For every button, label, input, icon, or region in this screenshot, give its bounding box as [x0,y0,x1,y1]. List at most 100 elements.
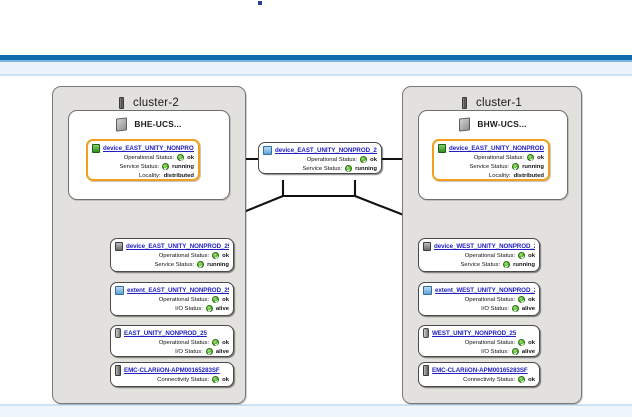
status-ok-icon [212,376,220,383]
node-title-link[interactable]: EMC-CLARiiON-APM00165283SF [124,366,220,374]
property-operational-status: Operational Status: ok [115,295,229,304]
volume-icon [115,328,121,338]
node-header: device_WEST_UNITY_NONPROD_25 [423,241,535,251]
cluster-name-right: cluster-1 [476,97,522,109]
node-header: device_EAST_UNITY_NONPROD_2 [92,143,194,153]
property-label: Operational Status: [306,156,358,163]
property-value: running [513,261,535,268]
node-header: EMC-CLARiiON-APM00165283SF [423,364,535,376]
property-connectivity-status: Connectivity Status: ok [423,375,535,384]
property-label: Operational Status: [464,252,516,259]
property-service-status: Service Status: running [423,260,535,269]
status-ok-icon [511,305,519,312]
status-ok-icon [518,339,526,346]
center-distributed-device-node[interactable]: device_EAST_UNITY_NONPROD_25 Operational… [258,142,382,174]
property-value: ok [537,154,544,161]
property-value: ok [370,156,377,163]
chain-node-device-left[interactable]: device_EAST_UNITY_NONPROD_25 Operational… [110,238,234,272]
chain-node-volume-right[interactable]: WEST_UNITY_NONPROD_25 Operational Status… [418,325,540,357]
ucs-name-left: BHE-UCS... [134,119,182,129]
node-title-link[interactable]: device_EAST_UNITY_NONPROD_2 [449,144,544,152]
property-value: ok [222,376,229,383]
chain-node-array-right[interactable]: EMC-CLARiiON-APM00165283SF Connectivity … [418,362,540,387]
chain-node-extent-right[interactable]: extent_WEST_UNITY_NONPROD_25 Operational… [418,282,540,316]
ucs-header-right: BHW-UCS... [419,115,567,133]
property-io-status: I/O Status: alive [423,347,535,356]
node-header: WEST_UNITY_NONPROD_25 [423,328,535,338]
property-value: alive [521,348,535,355]
status-ok-icon [518,252,526,259]
chassis-icon [119,97,125,109]
node-title-link[interactable]: extent_EAST_UNITY_NONPROD_25 [127,286,229,294]
property-value: running [355,165,377,172]
ucs-icon [459,116,471,132]
node-title-link[interactable]: device_EAST_UNITY_NONPROD_25 [275,146,377,154]
node-title-link[interactable]: extent_WEST_UNITY_NONPROD_25 [435,286,535,294]
ucs-icon [116,116,128,132]
property-locality: Locality: distributed [438,171,544,180]
property-operational-status: Operational Status: ok [92,153,194,162]
status-ok-icon [205,305,213,312]
volume-icon [423,328,429,338]
property-label: Service Status: [469,163,510,170]
property-value: distributed [163,172,194,179]
property-label: Connectivity Status: [463,376,516,383]
property-label: Operational Status: [473,154,525,161]
chain-node-extent-left[interactable]: extent_EAST_UNITY_NONPROD_25 Operational… [110,282,234,316]
property-label: Service Status: [119,163,160,170]
property-locality: Locality: distributed [92,171,194,180]
property-value: ok [187,154,194,161]
property-value: alive [521,305,535,312]
chain-node-volume-left[interactable]: EAST_UNITY_NONPROD_25 Operational Status… [110,325,234,357]
property-label: Service Status: [302,165,343,172]
status-ok-icon [345,165,353,172]
property-value: ok [528,252,535,259]
status-ok-icon [518,296,526,303]
node-title-link[interactable]: device_EAST_UNITY_NONPROD_2 [103,144,194,152]
status-ok-icon [360,156,368,163]
extent-icon [115,285,124,295]
node-title-link[interactable]: EMC-CLARiiON-APM00165283SF [432,366,528,374]
property-value: ok [222,252,229,259]
node-title-link[interactable]: device_WEST_UNITY_NONPROD_25 [434,242,535,250]
device-icon [115,241,123,251]
property-label: I/O Status: [481,305,509,312]
highlighted-device-node-left[interactable]: device_EAST_UNITY_NONPROD_2 Operational … [86,139,200,181]
status-ok-icon [518,376,526,383]
status-ok-icon [205,348,213,355]
chassis-icon [462,97,468,109]
status-ok-icon [177,154,185,161]
status-ok-icon [197,261,205,268]
property-label: Locality: [488,172,511,179]
status-ok-icon [512,163,520,170]
node-title-link[interactable]: WEST_UNITY_NONPROD_25 [432,329,517,337]
cluster-header-left: cluster-2 [53,92,245,114]
chain-node-device-right[interactable]: device_WEST_UNITY_NONPROD_25 Operational… [418,238,540,272]
status-ok-icon [212,252,220,259]
property-label: I/O Status: [481,348,509,355]
property-value: ok [528,296,535,303]
status-ok-icon [162,163,170,170]
property-operational-status: Operational Status: ok [115,338,229,347]
node-title-link[interactable]: device_EAST_UNITY_NONPROD_25 [126,242,229,250]
highlighted-device-node-right[interactable]: device_EAST_UNITY_NONPROD_2 Operational … [432,139,550,181]
property-value: ok [528,376,535,383]
property-label: Operational Status: [464,296,516,303]
status-ok-icon [511,348,519,355]
property-label: Locality: [138,172,161,179]
chain-node-array-left[interactable]: EMC-CLARiiON-APM00165283SF Connectivity … [110,362,234,387]
property-value: distributed [513,172,544,179]
property-operational-status: Operational Status: ok [423,295,535,304]
array-icon [115,364,121,376]
ucs-header-left: BHE-UCS... [69,115,229,133]
footer-divider [0,404,632,406]
extent-icon [423,285,432,295]
property-service-status: Service Status: running [438,162,544,171]
node-header: device_EAST_UNITY_NONPROD_2 [438,143,544,153]
node-header: EMC-CLARiiON-APM00165283SF [115,364,229,376]
array-icon [423,364,429,376]
device-green-icon [92,143,100,153]
property-label: Service Status: [154,261,195,268]
node-title-link[interactable]: EAST_UNITY_NONPROD_25 [124,329,207,337]
property-service-status: Service Status: running [263,164,377,173]
